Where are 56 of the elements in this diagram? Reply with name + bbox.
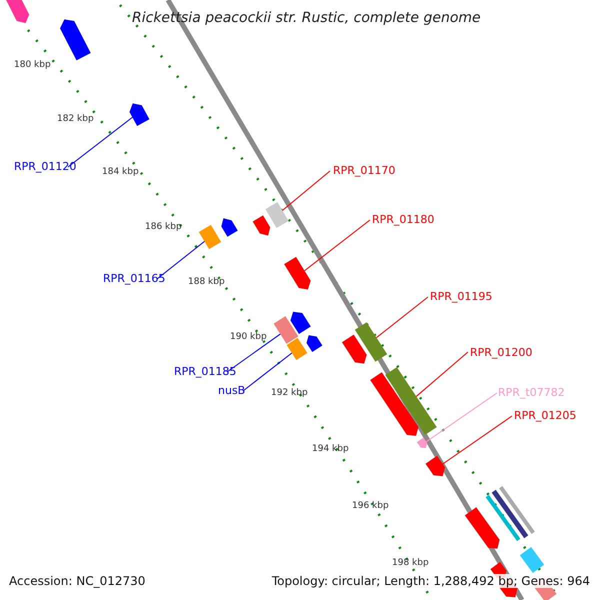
leader-line: [304, 220, 370, 272]
leader-line: [376, 296, 428, 338]
tick-label: 194 kbp: [312, 445, 349, 454]
gene-feature: [198, 224, 222, 250]
gene-feature: [290, 312, 311, 334]
tick-label: 198 kbp: [392, 559, 429, 568]
gene-label: RPR_01120: [14, 161, 76, 172]
leader-line: [416, 352, 468, 397]
leader-line: [226, 334, 281, 372]
gene-label: RPR_01165: [103, 273, 166, 284]
leader-line: [282, 170, 330, 212]
gene-label: RPR_t07782: [498, 387, 565, 398]
gene-feature: [464, 507, 500, 549]
tick-label: 180 kbp: [14, 61, 51, 70]
leader-line: [156, 240, 206, 280]
gene-feature: [286, 338, 308, 360]
tick-label: 190 kbp: [230, 333, 267, 342]
tick-label: 186 kbp: [145, 223, 182, 232]
gene-label: RPR_01200: [470, 347, 532, 358]
gene-feature: [252, 215, 270, 236]
gene-feature: [129, 103, 150, 126]
leader-line: [242, 352, 292, 392]
gene-feature: [284, 256, 311, 290]
gene-feature: [306, 335, 322, 352]
leader-line: [426, 392, 498, 442]
gene-feature: [492, 490, 528, 538]
gene-label: RPR_01170: [333, 165, 396, 176]
tick-label: 196 kbp: [352, 502, 389, 511]
gene-feature: [354, 322, 388, 362]
footer-text: Accession: NC_012730: [9, 574, 146, 588]
tick-label: 184 kbp: [102, 168, 139, 177]
gene-feature: [342, 334, 367, 364]
gene-feature: [416, 438, 428, 448]
gene-label: RPR_01205: [514, 410, 576, 421]
gene-feature: [265, 202, 289, 228]
tick-label: 182 kbp: [57, 115, 94, 124]
gene-label: nusB: [218, 385, 246, 396]
gene-feature: [60, 19, 91, 60]
gene-feature: [426, 456, 446, 476]
gene-feature: [486, 494, 520, 542]
gene-feature: [4, 0, 30, 24]
gene-feature: [520, 547, 544, 573]
tick-label: 188 kbp: [188, 278, 225, 287]
gene-feature: [385, 367, 437, 435]
map-title: Rickettsia peacockii str. Rustic, complete genome: [132, 11, 481, 25]
gene-label: RPR_01195: [430, 291, 492, 302]
gene-label: RPR_01185: [174, 366, 236, 377]
tick-label: 192 kbp: [271, 389, 308, 398]
leader-line: [442, 416, 512, 464]
leader-line: [68, 116, 133, 168]
gene-feature: [370, 372, 418, 436]
gene-label: RPR_01180: [372, 214, 434, 225]
gene-feature: [221, 218, 238, 237]
gene-feature: [274, 316, 298, 344]
footer-text: Topology: circular; Length: 1,288,492 bp; Genes: 964: [272, 574, 590, 588]
gene-feature: [499, 486, 535, 534]
